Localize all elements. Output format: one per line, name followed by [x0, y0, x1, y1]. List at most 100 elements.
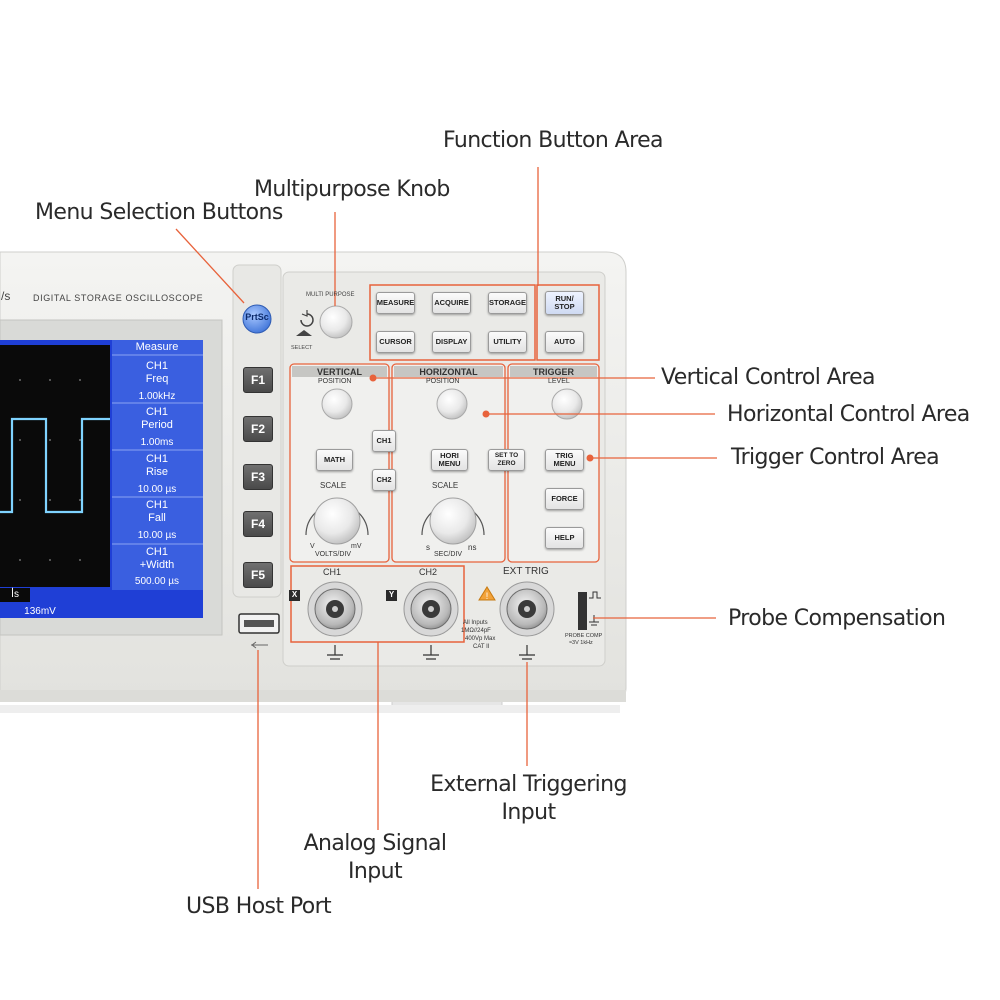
horizontal-position-label: POSITION [426, 378, 460, 385]
callout-horizontal-area: Horizontal Control Area [727, 402, 970, 427]
vertical-mv-label: mV [351, 543, 362, 550]
callout-multipurpose-knob: Multipurpose Knob [254, 177, 450, 202]
set-to-zero-button[interactable]: SET TO ZERO [488, 449, 525, 471]
callout-menu-buttons: Menu Selection Buttons [35, 200, 283, 225]
callout-function-area: Function Button Area [443, 128, 663, 153]
screen-menu [112, 340, 203, 590]
horizontal-scale-knob [429, 497, 477, 545]
prtsc-button-shape [242, 304, 272, 334]
device-title: DIGITAL STORAGE OSCILLOSCOPE [33, 293, 204, 303]
trigger-level-knob [551, 388, 583, 420]
menu-item-3-line1: CH1 [145, 453, 168, 465]
warning-line-1: All Inputs [463, 620, 488, 626]
callout-analog-line1: Analog Signal [303, 831, 447, 856]
callout-lines [175, 167, 717, 889]
callout-usb-port: USB Host Port [186, 894, 332, 919]
ground-icon [327, 645, 535, 660]
menu-item-2-line1: CH1 [145, 406, 168, 418]
multipurpose-label: MULTI PURPOSE [306, 292, 355, 298]
ch2-button[interactable]: CH2 [372, 469, 396, 491]
menu-item-1-line2: Freq [145, 373, 169, 385]
menu-item-5-line1: CH1 [145, 546, 168, 558]
vertical-position-label: POSITION [318, 378, 352, 385]
f3-button[interactable]: F3 [243, 464, 273, 490]
y-badge [386, 590, 397, 601]
warning-line-3: 400Vp Max [465, 636, 496, 642]
horizontal-title: HORIZONTAL [419, 367, 478, 377]
f2-button[interactable]: F2 [243, 416, 273, 442]
push-select-icon [296, 330, 312, 336]
vertical-scale-label: SCALE [320, 481, 347, 490]
trig-menu-button[interactable]: TRIG MENU [545, 449, 584, 471]
waveform-area [0, 345, 110, 587]
menu-item-3-line2: Rise [145, 466, 168, 478]
callout-dots [369, 374, 594, 462]
menu-item-1-line1: CH1 [145, 360, 168, 372]
f5-button[interactable]: F5 [243, 562, 273, 588]
menu-item-2-line2: Period [141, 419, 173, 431]
callout-analog-input: Analog Signal Input [295, 830, 455, 886]
ch2-input-label: CH2 [419, 567, 438, 577]
menu-item-5-line2: +Width [139, 559, 175, 571]
callout-ext-trig-line1: External Triggering [430, 772, 627, 797]
math-button[interactable]: MATH [316, 449, 353, 471]
probe-comp-spec: ≈3V 1kHz [569, 640, 593, 646]
vertical-title: VERTICAL [317, 367, 362, 377]
function-area-box [369, 284, 536, 361]
utility-button[interactable]: UTILITY [488, 331, 527, 353]
svg-text:!: ! [486, 591, 489, 601]
ext-trig-input-label: EXT TRIG [503, 566, 549, 577]
x-badge [289, 590, 300, 601]
menu-item-3-value: 10.00 µs [137, 484, 177, 495]
prtsc-button[interactable]: PrtSc [245, 312, 269, 322]
ch1-input-label: CH1 [323, 567, 342, 577]
callout-trigger-area: Trigger Control Area [731, 445, 940, 470]
vertical-v-label: V [310, 543, 315, 550]
vertical-scale-knob [313, 497, 361, 545]
callout-ext-trig-line2: Input [501, 800, 557, 825]
device-shadow [0, 705, 620, 713]
bnc-ch1 [307, 581, 363, 637]
select-label: SELECT [291, 345, 313, 351]
probe-comp-terminal [578, 592, 587, 630]
cursor-button[interactable]: CURSOR [376, 331, 415, 353]
square-wave-trace [0, 417, 110, 514]
menu-item-4-value: 10.00 µs [137, 530, 177, 541]
run-stop-button[interactable]: RUN/ STOP [545, 291, 584, 315]
horizontal-ns-label: ns [468, 543, 477, 552]
menu-title: Measure [135, 341, 179, 353]
bnc-ext-trig [499, 581, 555, 637]
vertical-position-knob [321, 388, 353, 420]
display-button[interactable]: DISPLAY [432, 331, 471, 353]
horizontal-title-bar [394, 366, 503, 377]
x-label: X [291, 590, 298, 599]
sec-div-label: SEC/DIV [434, 551, 463, 558]
trigger-level-label: LEVEL [548, 378, 570, 385]
f1-button[interactable]: F1 [243, 367, 273, 393]
horizontal-scale-label: SCALE [432, 481, 459, 490]
menu-item-5-value: 500.00 µs [134, 576, 180, 587]
status-highlight [0, 588, 30, 602]
hori-menu-button[interactable]: HORI MENU [431, 449, 468, 471]
storage-button[interactable]: STORAGE [488, 292, 527, 314]
trigger-level-readout: 136mV [24, 606, 56, 617]
help-button[interactable]: HELP [545, 527, 584, 549]
acquire-button[interactable]: ACQUIRE [432, 292, 471, 314]
force-button[interactable]: FORCE [545, 488, 584, 510]
y-label: Y [388, 590, 395, 599]
square-pulse-icon [589, 591, 601, 599]
probe-comp-label: PROBE COMP [565, 633, 603, 639]
status-left-text: ꟾs [11, 589, 19, 600]
f4-button[interactable]: F4 [243, 511, 273, 537]
menu-item-4-line1: CH1 [145, 499, 168, 511]
bnc-ch2 [403, 581, 459, 637]
ch1-button[interactable]: CH1 [372, 430, 396, 452]
rotate-arrow-icon [300, 313, 314, 327]
auto-button[interactable]: AUTO [545, 331, 584, 353]
warning-icon [478, 586, 496, 601]
measure-button[interactable]: MEASURE [376, 292, 415, 314]
run-area-box [536, 284, 600, 361]
menu-item-2-value: 1.00ms [140, 437, 174, 448]
callout-probe-comp: Probe Compensation [728, 606, 946, 631]
